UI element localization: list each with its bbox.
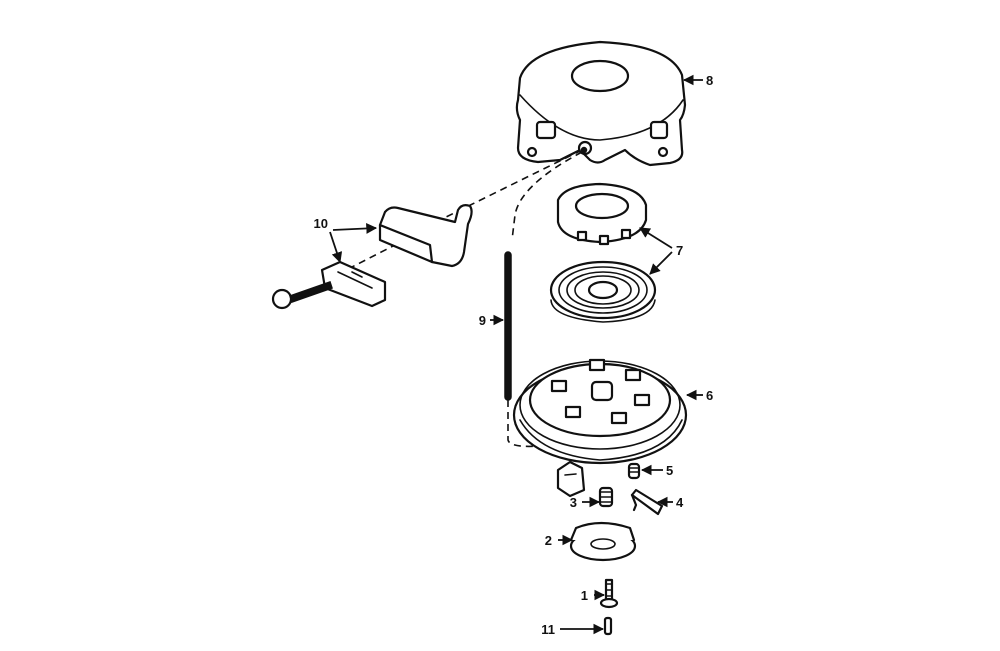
callout-5: 5 [666,463,673,478]
callout-9: 9 [479,313,486,328]
callout-7: 7 [676,243,683,258]
rope-pulley [512,358,688,465]
recoil-spring [549,260,657,323]
center-screw [599,578,619,609]
callout-3: 3 [570,495,577,510]
callout-labels: 1 2 3 4 5 6 7 8 9 10 11 [314,73,714,637]
callout-8: 8 [706,73,713,88]
callout-4: 4 [676,495,684,510]
brake-spring [598,486,614,508]
pawl-spring [627,462,641,480]
starter-rope [504,251,512,401]
callout-1: 1 [581,588,588,603]
starter-handle [378,204,473,268]
callout-2: 2 [545,533,552,548]
callout-6: 6 [706,388,713,403]
callout-leaders [329,74,703,635]
starter-housing [515,40,687,167]
spring-cover [556,182,648,246]
retainer-cup [569,521,637,562]
handle-bolt [271,281,333,310]
pawl-retainer [556,460,586,498]
callout-11: 11 [541,622,555,637]
roll-pin [603,616,613,636]
pawl [630,488,664,516]
callout-10: 10 [314,216,328,231]
